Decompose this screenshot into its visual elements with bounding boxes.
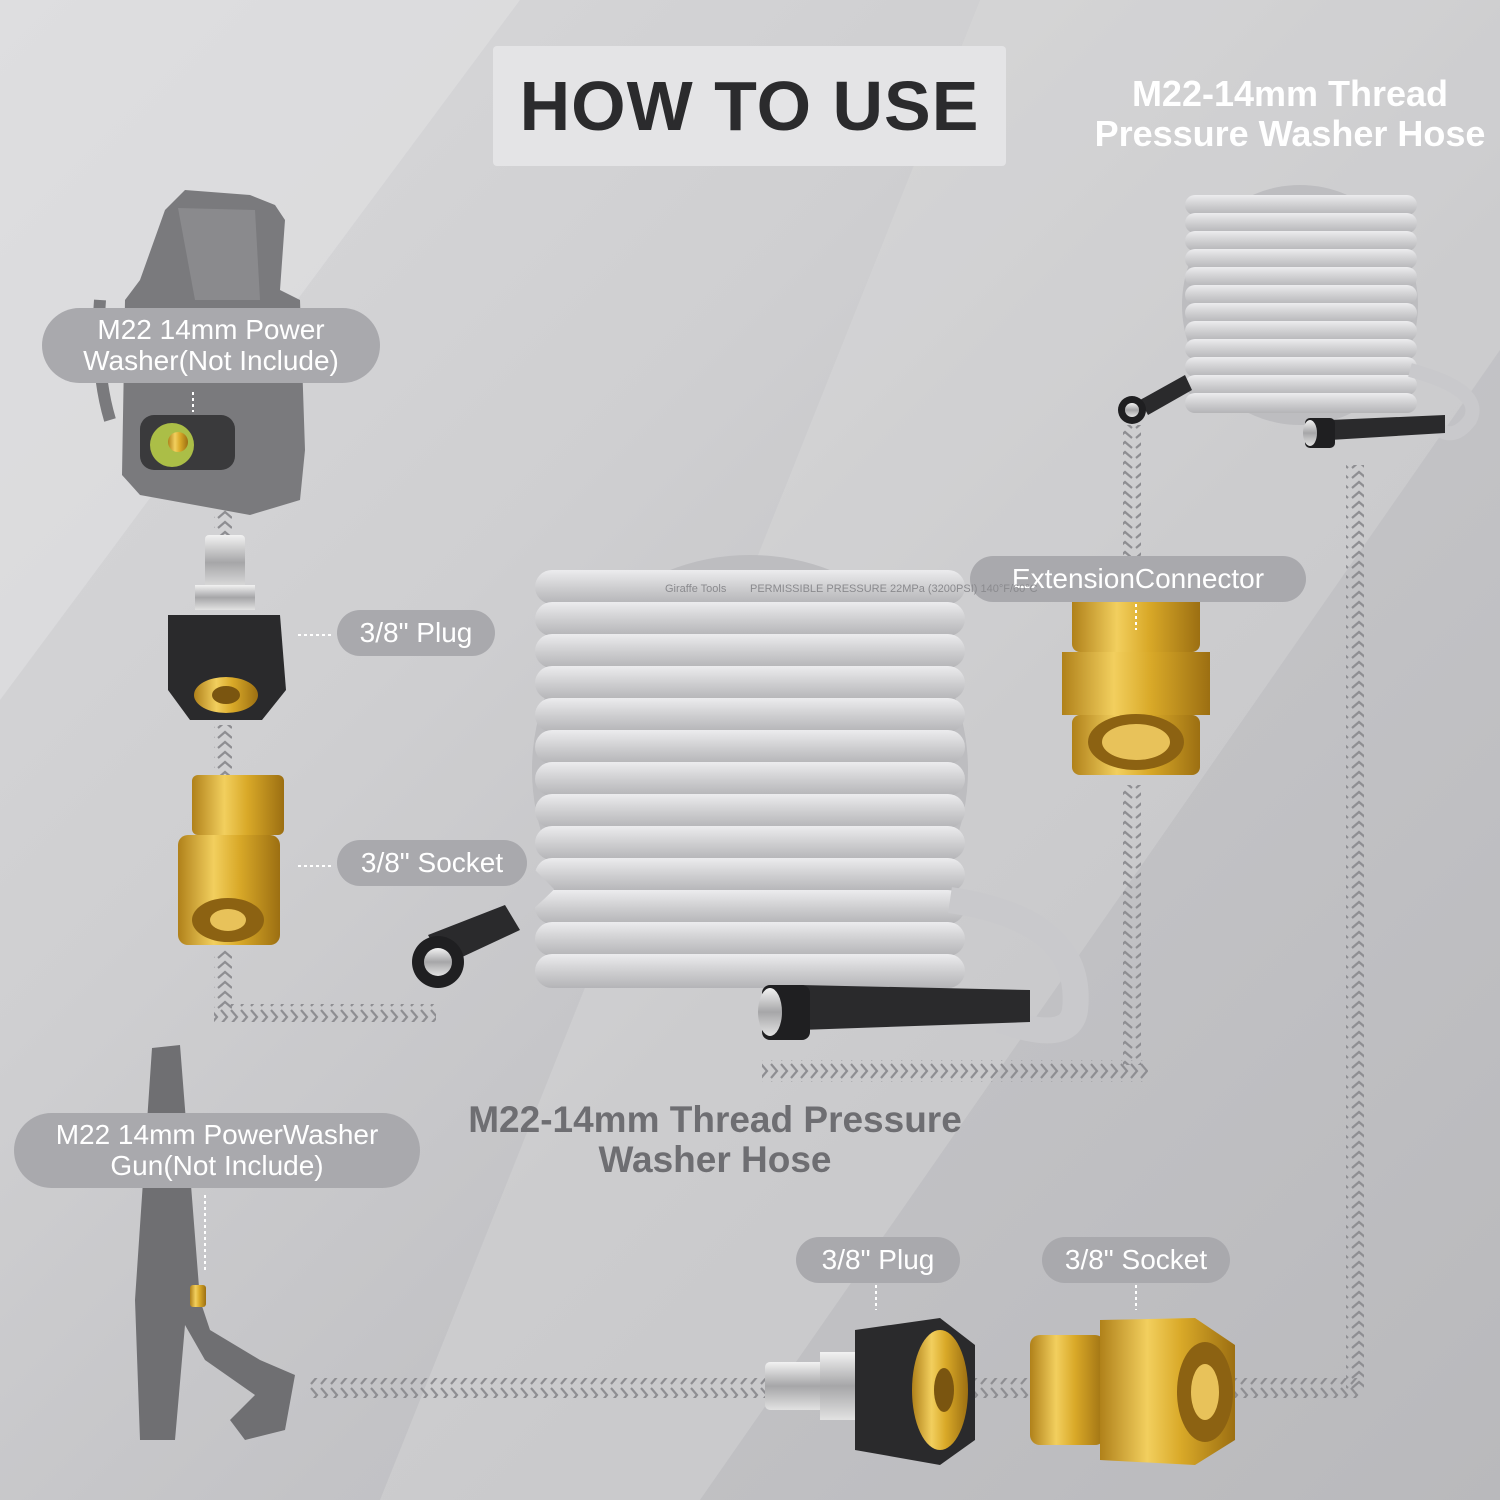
- socket-left-label: 3/8" Socket: [337, 840, 527, 886]
- power-washer-label-line1: M22 14mm Power: [97, 313, 325, 345]
- socket-bottom-label: 3/8" Socket: [1042, 1237, 1230, 1283]
- title-box: HOW TO USE: [493, 46, 1006, 166]
- hose-print-spec-text: PERMISSIBLE PRESSURE 22MPa (3200PSI) 140…: [750, 583, 1038, 595]
- plug-left-illustration: [168, 535, 286, 720]
- extension-connector-label-text: ExtensionConnector: [1011, 562, 1265, 594]
- page-title: HOW TO USE: [519, 67, 980, 145]
- hose-middle-title-line2: Washer Hose: [598, 1138, 832, 1180]
- plug-bottom-illustration: [765, 1318, 975, 1465]
- spray-gun-label-line1: M22 14mm PowerWasher: [55, 1118, 379, 1150]
- plug-bottom-label-text: 3/8" Plug: [821, 1243, 935, 1275]
- hose-middle-title-line1: M22-14mm Thread Pressure: [468, 1099, 962, 1140]
- spray-gun-label-line2: Gun(Not Include): [110, 1149, 324, 1181]
- connection-tracks: [214, 425, 1364, 1398]
- socket-left-illustration: [178, 775, 284, 945]
- hose-top-right-title-line1: M22-14mm Thread: [1131, 73, 1449, 114]
- hose-top-right-title-line2: Pressure Washer Hose: [1094, 112, 1486, 154]
- hose-print-spec: PERMISSIBLE PRESSURE 22MPa (3200PSI) 140…: [750, 583, 1038, 595]
- spray-gun-illustration: [135, 1045, 295, 1440]
- power-washer-label: M22 14mm Power Washer(Not Include): [42, 308, 380, 383]
- extension-connector-illustration: [1062, 592, 1210, 775]
- socket-left-label-text: 3/8" Socket: [360, 846, 504, 878]
- hose-print-brand-text: Giraffe Tools: [665, 583, 727, 595]
- hose-middle-title: M22-14mm Thread Pressure Washer Hose: [440, 1100, 990, 1180]
- socket-bottom-label-text: 3/8" Socket: [1064, 1243, 1208, 1275]
- hose-print-brand: Giraffe Tools: [665, 583, 726, 595]
- plug-left-label: 3/8" Plug: [337, 610, 495, 656]
- hose-coil-top-right: [1118, 185, 1480, 448]
- plug-bottom-label: 3/8" Plug: [796, 1237, 960, 1283]
- pointer-arrows: [192, 392, 1137, 1310]
- hose-top-right-title: M22-14mm Thread Pressure Washer Hose: [1085, 74, 1495, 153]
- power-washer-label-line2: Washer(Not Include): [83, 344, 339, 376]
- hose-coil-middle: [412, 555, 1089, 1044]
- socket-bottom-illustration: [1030, 1318, 1235, 1465]
- spray-gun-label: M22 14mm PowerWasher Gun(Not Include): [14, 1113, 420, 1188]
- plug-left-label-text: 3/8" Plug: [359, 616, 473, 648]
- extension-connector-label: ExtensionConnector: [970, 556, 1306, 602]
